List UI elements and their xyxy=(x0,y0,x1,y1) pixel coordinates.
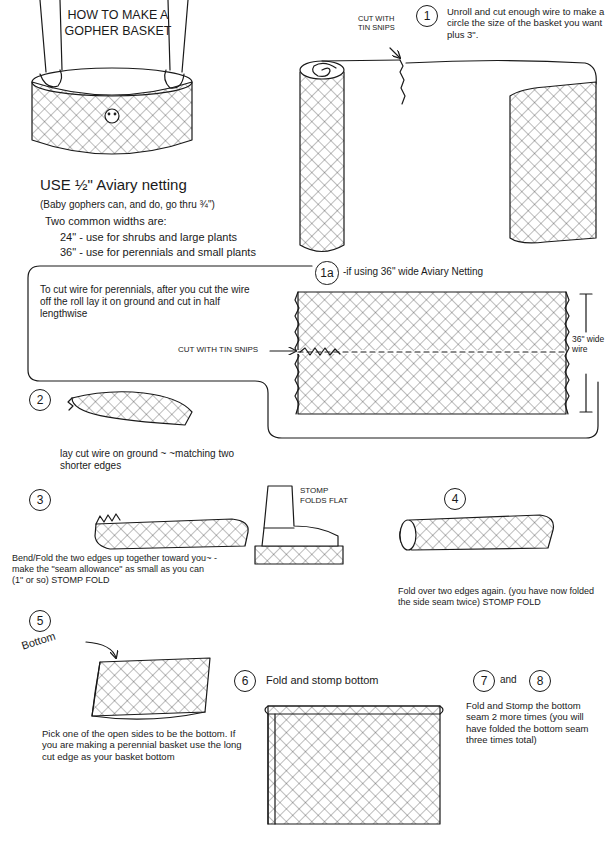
curled-wire-drawing-part xyxy=(68,398,73,410)
step-number: 4 xyxy=(452,492,459,506)
folded-wire-drawing xyxy=(95,514,248,549)
folded-twice-drawing-part xyxy=(400,520,416,550)
step-text: lay cut wire on ground ~ ~matching two s… xyxy=(60,448,260,472)
wire-roll-drawing-part xyxy=(400,60,405,104)
basket-drawing-part xyxy=(32,68,192,96)
basket-drawing-part xyxy=(108,113,110,115)
note: Two common widths are: xyxy=(45,215,265,228)
bottom-fold-drawing xyxy=(265,706,443,824)
step-number: 2 xyxy=(37,393,44,407)
wire-roll-drawing-part xyxy=(300,72,344,252)
connector-word: and xyxy=(500,674,528,686)
step-number-circle: 3 xyxy=(29,489,51,511)
bottom-fold-drawing-part xyxy=(268,706,440,824)
step-text: Fold and Stomp the bottom seam 2 more ti… xyxy=(466,700,604,746)
step-number-circle: 5 xyxy=(29,610,51,632)
step-1a-outline-part xyxy=(28,266,598,438)
step-number: 1a xyxy=(320,266,333,280)
boot-drawing-part xyxy=(255,546,343,564)
basket-drawing-part xyxy=(32,82,192,154)
step-number-circle: 1 xyxy=(416,5,438,27)
basket-drawing-part xyxy=(40,0,62,72)
folded-twice-drawing xyxy=(400,515,554,550)
wire-roll-drawing-part xyxy=(322,60,400,61)
step-number: 8 xyxy=(537,674,544,688)
page-title: HOW TO MAKE A GOPHER BASKET xyxy=(62,8,174,39)
step-number: 7 xyxy=(481,674,488,688)
curled-wire-drawing-part xyxy=(72,392,192,425)
step-number-circle: 2 xyxy=(29,389,51,411)
step-number-circle: 1a xyxy=(315,261,338,284)
bottom-choice-drawing-part xyxy=(86,642,116,658)
bottom-choice-drawing-part xyxy=(92,658,210,716)
step-note: STOMP FOLDS FLAT xyxy=(300,486,352,505)
step-text: Fold over two edges again. (you have now… xyxy=(398,586,604,608)
note: (Baby gophers can, and do, go thru ¾") xyxy=(40,199,290,211)
bottom-fold-drawing-part xyxy=(265,706,443,714)
basket-drawing-part xyxy=(40,70,184,88)
wire-sheet-drawing-part xyxy=(270,350,296,351)
step-text: -if using 36" wide Aviary Netting xyxy=(343,266,583,278)
step-text: Pick one of the open sides to be the bot… xyxy=(42,728,247,762)
tool-note: CUT WITH TIN SNIPS xyxy=(178,345,270,355)
material-note: USE ½" Aviary netting xyxy=(40,176,270,194)
step-number-circle: 7 xyxy=(473,670,495,692)
step-text: Fold and stomp bottom xyxy=(266,674,436,687)
step-text: Unroll and cut enough wire to make a cir… xyxy=(447,6,605,40)
tool-note: CUT WITH TIN SNIPS xyxy=(358,14,400,32)
wire-roll-drawing-part xyxy=(510,82,596,243)
folded-wire-drawing-part xyxy=(95,519,248,549)
step-text: Bend/Fold the two edges up together towa… xyxy=(12,553,217,585)
step-number-circle: 4 xyxy=(444,488,466,510)
step-number-circle: 6 xyxy=(234,670,256,692)
note: 36" - use for perennials and small plant… xyxy=(60,246,296,259)
curled-wire-drawing xyxy=(68,392,192,425)
step-number: 3 xyxy=(37,493,44,507)
step-text: To cut wire for perennials, after you cu… xyxy=(40,284,258,320)
folded-wire-drawing-part xyxy=(96,514,120,524)
step-number: 6 xyxy=(242,674,249,688)
wire-roll-drawing xyxy=(300,48,596,252)
step-number: 5 xyxy=(37,614,44,628)
basket-drawing-part xyxy=(105,109,119,123)
boot-drawing-part xyxy=(264,527,294,528)
wire-roll-drawing-part xyxy=(300,61,344,79)
wire-roll-drawing-part xyxy=(390,48,400,58)
dimension-label: 36" wide wire xyxy=(572,334,606,354)
step-1a-outline xyxy=(28,266,598,438)
basket-drawing xyxy=(32,0,192,154)
bottom-choice-drawing-part xyxy=(92,662,205,719)
bottom-choice-drawing xyxy=(86,642,210,719)
wire-sheet-drawing-part xyxy=(298,292,566,414)
note: 24" - use for shrubs and large plants xyxy=(60,231,296,244)
wire-sheet-drawing-part xyxy=(300,348,340,355)
step-number-circle: 8 xyxy=(529,670,551,692)
folded-twice-drawing-part xyxy=(400,515,554,550)
basket-drawing-part xyxy=(114,113,116,115)
wire-roll-drawing-part xyxy=(313,63,336,76)
wire-roll-drawing-part xyxy=(406,61,596,85)
wire-sheet-drawing xyxy=(270,292,592,414)
step-number: 1 xyxy=(424,9,431,23)
bottom-fold-drawing-part xyxy=(268,714,275,824)
